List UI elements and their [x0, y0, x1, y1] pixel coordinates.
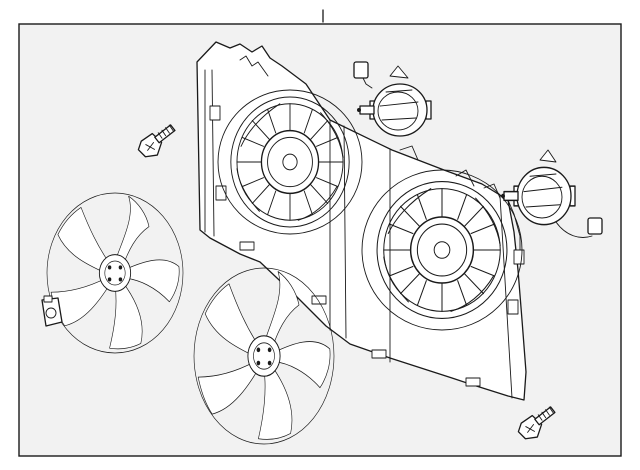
connector-icon — [587, 217, 603, 235]
right-fan-motor — [500, 149, 603, 238]
connector-icon — [353, 61, 369, 79]
fan-shroud — [196, 41, 527, 401]
clip-nut — [41, 295, 63, 327]
left-fan-motor — [353, 61, 432, 137]
